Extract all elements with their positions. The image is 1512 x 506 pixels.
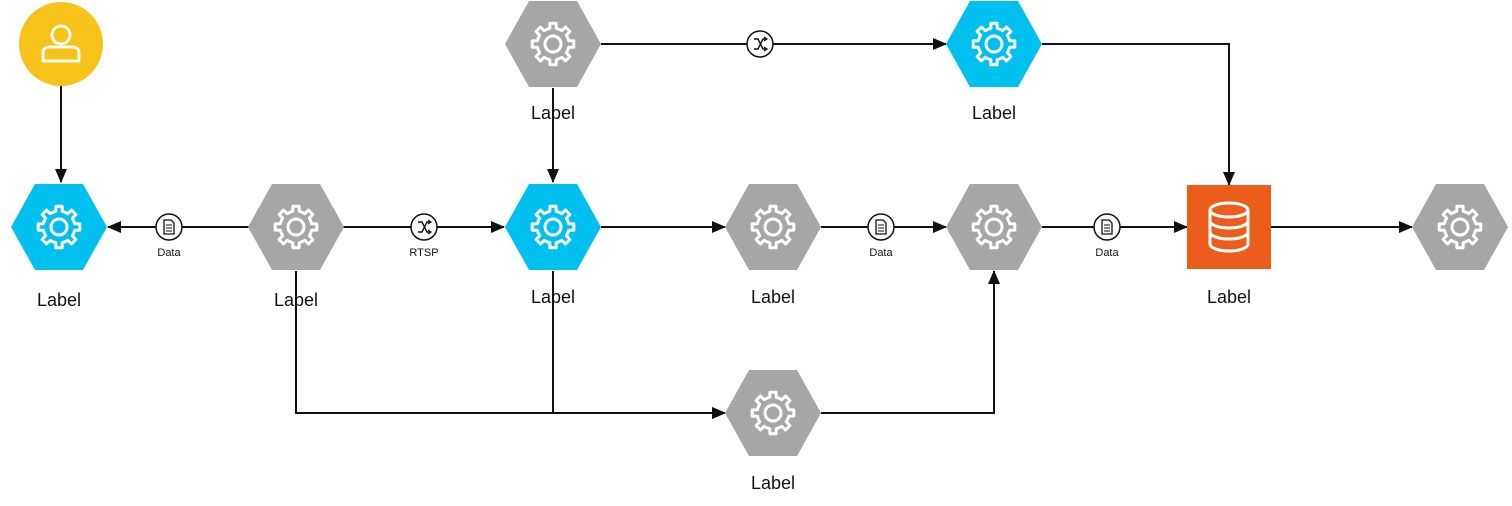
- node-n2[interactable]: Label: [248, 184, 344, 310]
- hexagon-shape: [1412, 184, 1508, 270]
- node-n6[interactable]: Label: [725, 184, 821, 307]
- gear-icon: [530, 204, 576, 250]
- node-n9[interactable]: Label: [725, 370, 821, 493]
- user-icon: [41, 24, 81, 63]
- shuffle-icon: [754, 36, 769, 52]
- gear-icon: [971, 204, 1017, 250]
- edge-label: Data: [1095, 247, 1119, 259]
- hexagon-shape: [505, 1, 601, 87]
- document-icon: [163, 219, 175, 235]
- edge-badge: RTSP: [409, 213, 439, 259]
- node-label: Label: [274, 290, 318, 310]
- gear-icon: [1437, 204, 1483, 250]
- edge-badge: Data: [867, 213, 895, 259]
- edge-badge: [746, 30, 774, 58]
- node-n3[interactable]: Label: [505, 1, 601, 123]
- node-db[interactable]: Label: [1187, 185, 1271, 307]
- database-icon: [1208, 201, 1250, 253]
- edge-label: Data: [157, 247, 181, 259]
- shuffle-icon: [418, 219, 433, 235]
- hexagon-shape: [505, 184, 601, 270]
- gear-icon: [971, 21, 1017, 67]
- gear-icon: [530, 21, 576, 67]
- node-n8[interactable]: [1412, 184, 1508, 270]
- hexagon-shape: [11, 184, 107, 270]
- hexagon-shape: [725, 184, 821, 270]
- node-label: Label: [37, 290, 81, 310]
- node-n4[interactable]: Label: [946, 1, 1042, 123]
- node-user[interactable]: [19, 2, 103, 86]
- document-icon: [1101, 219, 1113, 235]
- connector-n2-to-n9: [295, 271, 726, 419]
- gear-icon: [36, 204, 82, 250]
- node-label: Label: [531, 103, 575, 123]
- connector-n4-to-db: [1042, 43, 1235, 186]
- gear-icon: [750, 204, 796, 250]
- edge-badge: Data: [1093, 213, 1121, 259]
- hexagon-shape: [946, 184, 1042, 270]
- edge-label: Data: [869, 247, 893, 259]
- node-label: Label: [972, 103, 1016, 123]
- node-label: Label: [751, 287, 795, 307]
- edge-badge: Data: [155, 213, 183, 259]
- edge-label: RTSP: [409, 247, 438, 259]
- hexagon-shape: [248, 184, 344, 270]
- node-n7[interactable]: [946, 184, 1042, 270]
- connector-n5-to-n9: [552, 271, 726, 419]
- gear-icon: [273, 204, 319, 250]
- connector-n9-to-n7: [821, 270, 1000, 414]
- hexagon-shape: [725, 370, 821, 456]
- node-n5[interactable]: Label: [505, 184, 601, 307]
- node-n1[interactable]: Label: [11, 184, 107, 310]
- node-label: Label: [751, 473, 795, 493]
- node-label: Label: [1207, 287, 1251, 307]
- node-label: Label: [531, 287, 575, 307]
- gear-icon: [750, 390, 796, 436]
- hexagon-shape: [946, 1, 1042, 87]
- document-icon: [875, 219, 887, 235]
